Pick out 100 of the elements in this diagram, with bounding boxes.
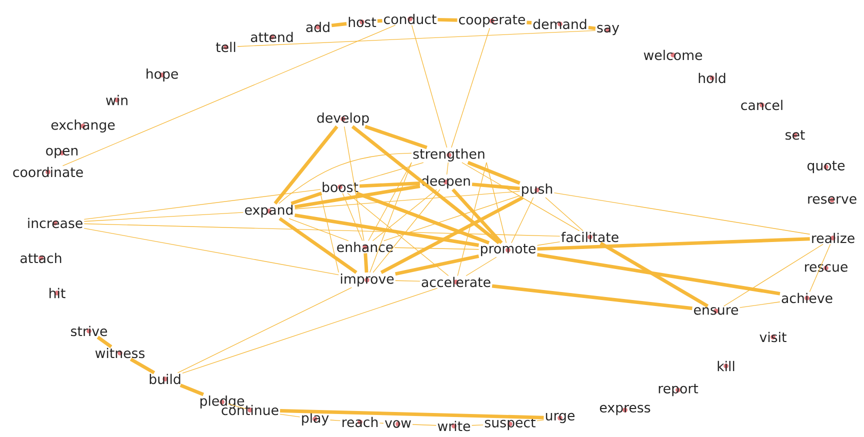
- word-node: conduct: [384, 14, 436, 24]
- word-node: exchange: [51, 120, 115, 132]
- connector-line: [84, 212, 244, 222]
- word-node: hope: [146, 68, 178, 82]
- connector-line: [438, 18, 458, 22]
- connector-line: [395, 280, 420, 282]
- word-node: attach: [20, 252, 62, 264]
- word-node: demand: [533, 18, 586, 30]
- connector-line: [739, 302, 780, 308]
- connector-line: [536, 420, 544, 422]
- word-node: express: [600, 404, 650, 416]
- word-node: improve: [340, 274, 394, 286]
- connector-line: [370, 162, 412, 273]
- connector-line: [237, 30, 596, 47]
- connector-line: [526, 20, 532, 24]
- connector-line: [486, 162, 507, 244]
- connector-line: [347, 192, 449, 276]
- word-node: develop: [317, 112, 369, 126]
- connector-line: [278, 152, 412, 204]
- connector-line: [492, 284, 692, 310]
- word-node: tell: [216, 42, 236, 52]
- word-node: set: [786, 130, 805, 140]
- connector-line: [467, 160, 520, 185]
- connector-line: [331, 22, 347, 28]
- connector-line: [412, 424, 436, 426]
- connector-line: [554, 192, 810, 235]
- connector-line: [294, 214, 480, 247]
- connector-line: [511, 197, 534, 244]
- connector-line: [130, 358, 156, 374]
- connector-line: [228, 403, 246, 410]
- word-node: cancel: [741, 100, 782, 110]
- word-node: achieve: [782, 292, 832, 304]
- word-node: build: [150, 374, 180, 384]
- word-node: vow: [384, 420, 411, 428]
- word-node: facilitate: [561, 232, 618, 242]
- connector-line: [466, 256, 497, 276]
- connector-line: [84, 228, 339, 276]
- connector-line: [383, 195, 520, 242]
- connector-line: [368, 162, 412, 242]
- connector-line: [342, 192, 363, 242]
- word-node: say: [597, 24, 620, 36]
- connector-line: [372, 189, 440, 273]
- connector-line: [588, 26, 596, 30]
- connector-line: [330, 420, 341, 422]
- connector-line: [62, 24, 396, 166]
- connector-line: [364, 253, 368, 273]
- connector-line: [364, 124, 428, 150]
- connector-line: [320, 192, 339, 273]
- word-node: quote: [807, 160, 845, 174]
- connector-line: [537, 237, 810, 251]
- word-node: ensure: [694, 307, 738, 315]
- word-node: increase: [28, 218, 82, 228]
- word-node: play: [302, 412, 329, 426]
- connector-line: [344, 126, 364, 242]
- word-node: visit: [760, 332, 786, 342]
- connector-line: [451, 28, 490, 148]
- connector-line: [356, 192, 490, 244]
- connector-line: [462, 162, 580, 232]
- connector-line: [96, 336, 112, 348]
- word-node: witness: [95, 348, 145, 358]
- word-node: realize: [812, 232, 854, 244]
- connector-line: [359, 162, 424, 182]
- connector-line: [411, 24, 448, 148]
- connector-line: [180, 384, 204, 396]
- connector-line: [724, 244, 824, 306]
- connector-line: [288, 218, 349, 242]
- word-node: hold: [698, 72, 726, 84]
- connector-line: [472, 182, 520, 190]
- word-node: hit: [50, 288, 66, 298]
- connector-line: [377, 19, 382, 23]
- word-node: win: [106, 94, 128, 106]
- word-node: strive: [71, 326, 108, 336]
- connector-line: [380, 196, 524, 274]
- word-node: reach: [342, 416, 378, 428]
- connector-line: [394, 247, 480, 250]
- connector-line: [280, 409, 544, 420]
- connector-line: [280, 414, 300, 418]
- word-node: cooperate: [459, 14, 526, 28]
- connector-line: [177, 287, 352, 374]
- word-node: urge: [546, 412, 574, 424]
- word-node: push: [522, 184, 552, 196]
- word-node: reserve: [808, 196, 856, 204]
- word-node: suspect: [484, 418, 536, 430]
- connector-line: [274, 125, 338, 205]
- word-node: write: [438, 420, 470, 432]
- connector-line: [290, 192, 322, 206]
- connector-line: [359, 182, 420, 188]
- connector-line: [446, 162, 448, 175]
- word-node: promote: [481, 244, 536, 256]
- connector-line: [84, 223, 560, 237]
- word-node: accelerate: [422, 276, 490, 288]
- word-node: welcome: [644, 50, 702, 60]
- connector-line: [452, 188, 503, 244]
- connector-line: [600, 242, 709, 308]
- word-node: attend: [250, 32, 293, 42]
- connector-line: [545, 197, 584, 232]
- word-node: add: [306, 22, 330, 32]
- connector-line: [536, 241, 560, 246]
- connector-line: [294, 184, 420, 208]
- connector-line: [372, 189, 437, 242]
